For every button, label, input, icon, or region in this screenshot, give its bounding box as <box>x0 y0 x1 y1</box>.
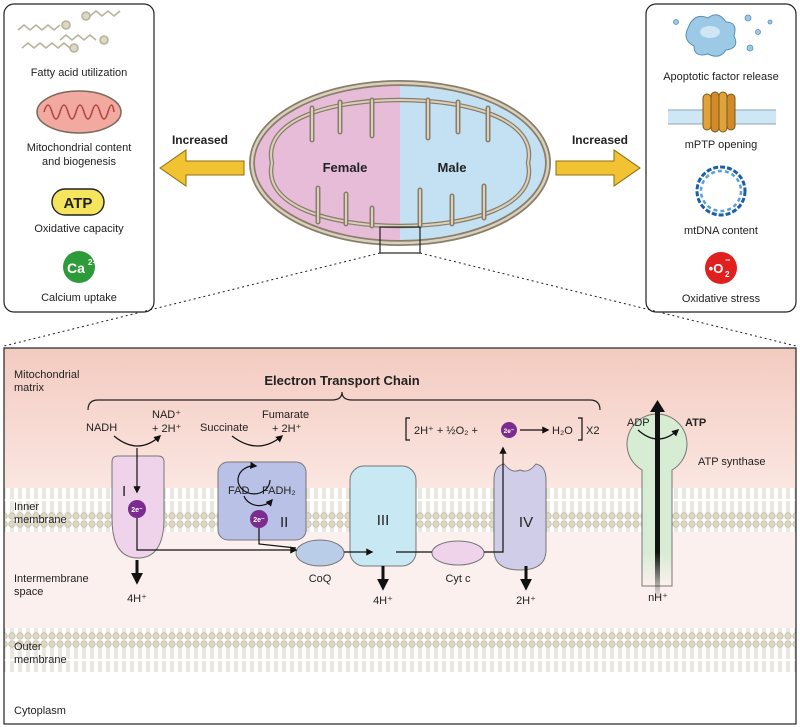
oxidative-capacity-label: Oxidative capacity <box>34 223 124 235</box>
etc-panel: Mitochondrial matrix Inner membrane Inte… <box>3 347 797 725</box>
mito-content-label-2: and biogenesis <box>42 156 117 168</box>
cyt-c: Cyt c <box>431 540 485 585</box>
mptp-icon <box>668 91 776 133</box>
outer-membrane <box>4 628 796 672</box>
svg-text:II: II <box>280 514 288 531</box>
svg-text:IV: IV <box>519 514 533 531</box>
mptp-label: mPTP opening <box>685 139 758 151</box>
nad-h-label: + 2H⁺ <box>152 423 182 435</box>
mitochondrion-small-icon <box>36 90 122 134</box>
apoptotic-label: Apoptotic factor release <box>663 71 779 83</box>
svg-text:ATP: ATP <box>685 417 706 429</box>
matrix-label-2: matrix <box>14 382 44 394</box>
female-label: Female <box>323 160 368 175</box>
fumarate-h-label: + 2H⁺ <box>272 423 302 435</box>
svg-text:I: I <box>122 483 126 500</box>
right-increased-arrow: Increased <box>555 133 641 187</box>
svg-text:Increased: Increased <box>572 133 628 147</box>
svg-text:2e⁻: 2e⁻ <box>504 428 515 435</box>
svg-text:2+: 2+ <box>88 258 97 267</box>
svg-text:2H⁺ + ½O₂ +: 2H⁺ + ½O₂ + <box>414 425 478 437</box>
h-out-iv: 2H⁺ <box>516 595 536 607</box>
etc-brace <box>87 391 601 411</box>
svg-text:III: III <box>377 512 390 529</box>
matrix-label-1: Mitochondrial <box>14 369 79 381</box>
ims-label-1: Intermembrane <box>14 573 89 585</box>
mtdna-icon <box>695 165 747 217</box>
succinate-label: Succinate <box>200 422 248 434</box>
outer-label-2: membrane <box>14 654 67 666</box>
male-label: Male <box>438 160 467 175</box>
inner-label-1: Inner <box>14 501 39 513</box>
svg-text:2: 2 <box>725 270 730 279</box>
complex-iv: IV <box>493 463 547 571</box>
fatty-acid-label: Fatty acid utilization <box>31 67 128 79</box>
svg-text:FAD: FAD <box>228 485 249 497</box>
apoptotic-icon <box>673 14 773 57</box>
nad-label: NAD⁺ <box>152 409 181 421</box>
electron-ii: 2e⁻ <box>250 510 268 528</box>
svg-text:nH⁺: nH⁺ <box>648 592 668 604</box>
svg-text:Cyt c: Cyt c <box>445 573 471 585</box>
ims-label-2: space <box>14 586 43 598</box>
oxidative-stress-label: Oxidative stress <box>682 293 761 305</box>
nadh-label: NADH <box>86 422 117 434</box>
complex-iii: III <box>349 465 417 567</box>
left-increased-arrow: Increased <box>159 133 245 187</box>
electron-i: 2e⁻ <box>128 500 146 518</box>
mtdna-label: mtDNA content <box>684 225 758 237</box>
mitochondrion-large: Female Male <box>249 80 551 254</box>
proton-arrows <box>131 560 532 591</box>
water-reaction: 2H⁺ + ½O₂ + 2e⁻ H₂O X2 <box>405 417 599 441</box>
cytoplasm <box>4 672 796 724</box>
calcium-icon: Ca 2+ <box>63 251 97 283</box>
svg-text:•O: •O <box>709 261 724 276</box>
svg-text:−: − <box>725 255 730 265</box>
calcium-uptake-label: Calcium uptake <box>41 292 117 304</box>
atp-synthase: ATP synthase nH⁺ ADP ATP <box>626 400 765 604</box>
etc-title: Electron Transport Chain <box>264 373 419 388</box>
outer-label-1: Outer <box>14 641 42 653</box>
oxidative-stress-icon: •O 2 − <box>705 252 737 284</box>
atp-icon: ATP <box>51 188 105 216</box>
cytoplasm-label: Cytoplasm <box>14 705 66 717</box>
fumarate-label: Fumarate <box>262 409 309 421</box>
svg-text:ATP synthase: ATP synthase <box>698 456 765 468</box>
left-panel: Fatty acid utilization Mitochondrial con… <box>3 3 155 313</box>
right-panel: Apoptotic factor release mPTP opening mt… <box>645 3 797 313</box>
mito-content-label-1: Mitochondrial content <box>27 142 132 154</box>
svg-text:2e⁻: 2e⁻ <box>253 517 265 524</box>
svg-text:X2: X2 <box>586 425 599 437</box>
svg-text:FADH₂: FADH₂ <box>262 485 296 497</box>
fatty-acid-icon <box>17 9 121 53</box>
zoom-box <box>379 226 421 254</box>
h-out-iii: 4H⁺ <box>373 595 393 607</box>
h-out-i: 4H⁺ <box>127 593 147 605</box>
svg-text:Increased: Increased <box>172 133 228 147</box>
svg-text:CoQ: CoQ <box>309 573 332 585</box>
svg-text:ATP: ATP <box>64 195 93 212</box>
complex-ii: II FAD FADH₂ <box>217 461 307 541</box>
svg-text:ADP: ADP <box>627 417 650 429</box>
inner-label-2: membrane <box>14 514 67 526</box>
svg-text:Ca: Ca <box>67 260 85 276</box>
svg-text:2e⁻: 2e⁻ <box>131 507 143 514</box>
svg-text:H₂O: H₂O <box>552 425 573 437</box>
coq: CoQ <box>295 539 345 585</box>
